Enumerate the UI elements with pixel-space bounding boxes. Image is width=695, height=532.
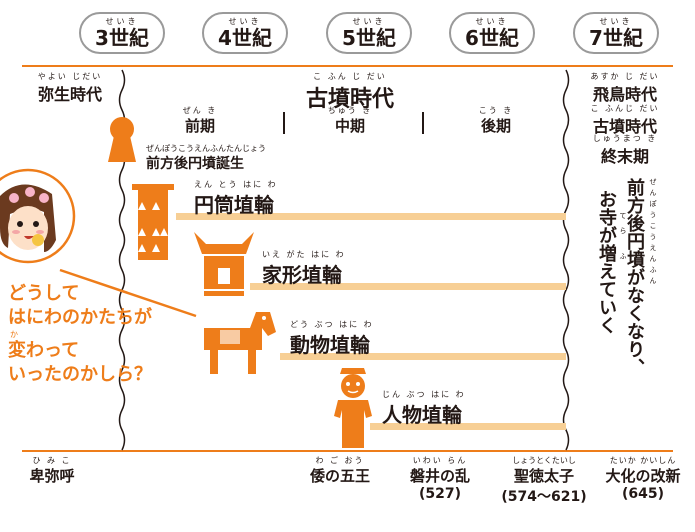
event-ruby: わ ご おう xyxy=(315,456,365,465)
haniwa-label: 円筒埴輪 xyxy=(194,193,274,217)
era-asuka: あすか じ だい 飛鳥時代 xyxy=(580,72,670,105)
question-line-4: いったのかしら？ xyxy=(8,364,152,385)
phase-middle: ちゅう き 中期 xyxy=(320,106,380,136)
event-iwai: いわい らん 磐井の乱 (527) xyxy=(400,456,480,502)
haniwa-house: いえ がた はに わ 家形埴輪 xyxy=(262,250,346,288)
event-five-kings: わ ご おう 倭の五王 xyxy=(300,456,380,486)
question-line-1: どうして xyxy=(8,283,80,304)
vertical-text-2: お寺が増えていく xyxy=(596,190,617,334)
century-label: 4世紀 xyxy=(218,26,272,50)
century-label: 7世紀 xyxy=(589,26,643,50)
era-ruby: しゅうまつ き xyxy=(592,134,658,143)
haniwa-label: 動物埴輪 xyxy=(290,333,370,357)
era-label: 古墳時代 xyxy=(592,117,657,136)
event-label: 聖徳太子 xyxy=(513,467,574,485)
century-6: せいき 6世紀 xyxy=(449,12,535,54)
phase-label: 後期 xyxy=(480,117,511,135)
event-year: (574〜621) xyxy=(501,489,587,505)
bar-cylindrical xyxy=(176,213,566,220)
event-himiko: ひ み こ 卑弥呼 xyxy=(20,456,84,486)
event-label: 倭の五王 xyxy=(309,467,370,485)
century-7: せいき 7世紀 xyxy=(573,12,659,54)
era-ruby: こ ふん じ だい xyxy=(313,72,387,81)
question-bubble: どうして はにわのかたちが か 変わって いったのかしら？ xyxy=(8,282,152,387)
event-shotoku: しょうとくたいし 聖徳太子 (574〜621) xyxy=(494,456,594,506)
phase-label: 中期 xyxy=(334,117,365,135)
event-label: 大化の改新 xyxy=(605,467,681,485)
wavy-divider-right xyxy=(562,69,570,451)
event-ruby: いわい らん xyxy=(412,456,468,465)
era-ruby: こ ふんじ だい xyxy=(590,104,660,113)
zenpo-birth: ぜんぽうこうえんふんたんじょう 前方後円墳誕生 xyxy=(146,144,266,173)
era-label: 終末期 xyxy=(600,147,649,166)
event-taika: たいか かいしん 大化の改新 (645) xyxy=(596,456,690,502)
horse-haniwa-icon xyxy=(204,312,276,374)
haniwa-ruby: えん とう はに わ xyxy=(194,180,278,189)
century-label: 5世紀 xyxy=(342,26,396,50)
era-label: 飛鳥時代 xyxy=(592,85,657,104)
question-line-2: はにわのかたちが xyxy=(8,307,152,328)
vertical-ruby-2: てら ふ xyxy=(619,212,627,268)
century-5: せいき 5世紀 xyxy=(326,12,412,54)
event-ruby: たいか かいしん xyxy=(609,456,677,465)
century-label: 3世紀 xyxy=(95,26,149,50)
century-ruby: せいき xyxy=(228,17,262,26)
era-ruby: あすか じ だい xyxy=(590,72,660,81)
phase-late: こう き 後期 xyxy=(466,106,526,136)
century-ruby: せいき xyxy=(599,17,633,26)
bar-house xyxy=(250,283,566,290)
keyhole-tomb-icon xyxy=(108,117,136,162)
zenpo-label: 前方後円墳誕生 xyxy=(146,156,244,172)
zenpo-ruby: ぜんぽうこうえんふんたんじょう xyxy=(146,144,266,153)
haniwa-label: 人物埴輪 xyxy=(382,403,462,427)
event-year: (527) xyxy=(418,486,462,502)
era-kofun: こ ふん じ だい 古墳時代 xyxy=(290,72,410,113)
century-4: せいき 4世紀 xyxy=(202,12,288,54)
event-ruby: しょうとくたいし xyxy=(512,456,576,465)
question-line-3: 変わって xyxy=(8,340,80,361)
era-yayoi: やよい じだい 弥生時代 xyxy=(30,72,110,105)
phase-label: 前期 xyxy=(184,117,215,135)
haniwa-cylindrical: えん とう はに わ 円筒埴輪 xyxy=(194,180,278,218)
haniwa-label: 家形埴輪 xyxy=(262,263,342,287)
century-3: せいき 3世紀 xyxy=(79,12,165,54)
question-ruby: か xyxy=(10,330,20,339)
cylindrical-haniwa-icon xyxy=(132,184,174,260)
haniwa-human: じん ぶつ はに わ 人物埴輪 xyxy=(382,390,466,428)
century-ruby: せいき xyxy=(475,17,509,26)
event-label: 卑弥呼 xyxy=(29,467,75,485)
phase-early: ぜん き 前期 xyxy=(170,106,230,136)
phase-ruby: こう き xyxy=(478,106,514,115)
haniwa-ruby: いえ がた はに わ xyxy=(262,250,346,259)
haniwa-ruby: どう ぶつ はに わ xyxy=(290,320,374,329)
era-label: 古墳時代 xyxy=(305,87,394,112)
event-year: (645) xyxy=(621,486,665,502)
event-label: 磐井の乱 xyxy=(409,467,470,485)
century-label: 6世紀 xyxy=(465,26,519,50)
era-kofun-right: こ ふんじ だい 古墳時代 xyxy=(580,104,670,137)
era-shumatsuki: しゅうまつ き 終末期 xyxy=(580,134,670,167)
bar-animal xyxy=(280,353,566,360)
vertical-ruby-1: ぜんぽうこうえんふん xyxy=(649,178,657,288)
vertical-text-1: 前方後円墳がなくなり、 xyxy=(624,178,645,376)
human-haniwa-icon xyxy=(334,368,372,448)
haniwa-ruby: じん ぶつ はに わ xyxy=(382,390,466,399)
event-ruby: ひ み こ xyxy=(32,456,72,465)
girl-avatar xyxy=(0,168,76,264)
century-ruby: せいき xyxy=(105,17,139,26)
callout-pointer xyxy=(59,268,197,318)
era-ruby: やよい じだい xyxy=(37,72,103,81)
phase-ruby: ちゅう き xyxy=(327,106,373,115)
era-label: 弥生時代 xyxy=(37,85,102,104)
bar-human xyxy=(370,423,566,430)
house-haniwa-icon xyxy=(194,232,254,296)
phase-ruby: ぜん き xyxy=(182,106,218,115)
century-ruby: せいき xyxy=(352,17,386,26)
haniwa-animal: どう ぶつ はに わ 動物埴輪 xyxy=(290,320,374,358)
